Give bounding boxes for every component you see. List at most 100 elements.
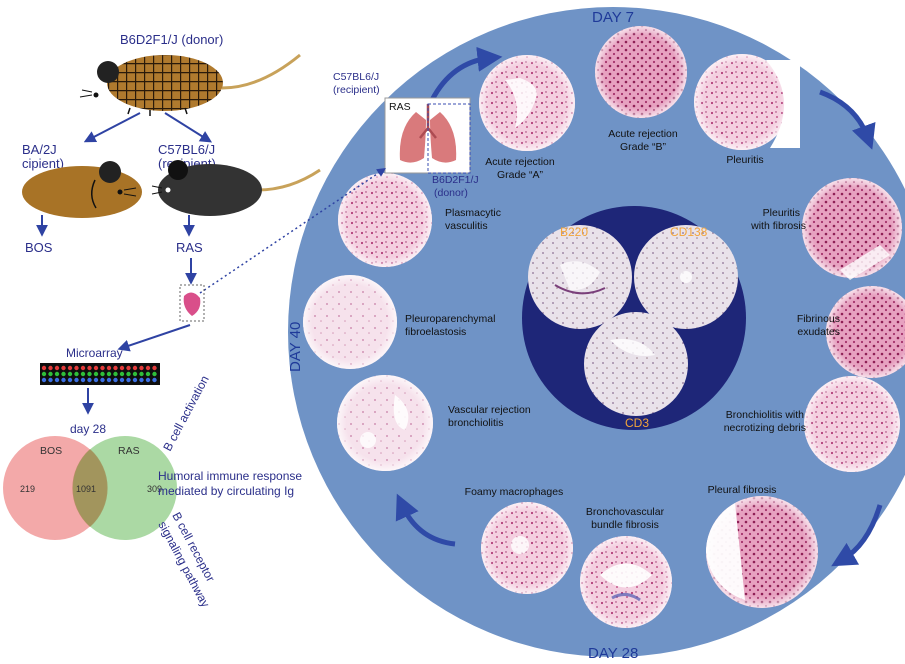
acute-a-label-1: Acute rejection bbox=[485, 156, 555, 168]
venn-overlap: 1091 bbox=[76, 484, 96, 494]
microarray-spot bbox=[41, 365, 47, 371]
foamy-label: Foamy macrophages bbox=[465, 486, 564, 498]
microarray-spot bbox=[48, 365, 53, 371]
microarray-spot bbox=[152, 371, 157, 377]
stain-b220-label: B220 bbox=[560, 225, 588, 239]
arrow-day7-start bbox=[429, 46, 503, 102]
microarray-spot bbox=[54, 377, 60, 383]
microarray-label: Microarray bbox=[66, 346, 123, 360]
microarray-spot bbox=[41, 371, 47, 377]
microarray-spot bbox=[132, 371, 138, 377]
microarray-spot bbox=[67, 365, 73, 371]
histology-bronchiolitis bbox=[804, 376, 900, 472]
bronchovascular-label-2: bundle fibrosis bbox=[591, 519, 659, 531]
arrow-right-bottom bbox=[831, 504, 883, 567]
microarray-spot bbox=[139, 365, 144, 371]
ihc-cd138 bbox=[634, 225, 738, 329]
venn-ras-label: RAS bbox=[118, 445, 140, 457]
microarray-spot bbox=[61, 377, 66, 383]
outcome-bos: BOS bbox=[25, 240, 53, 255]
arrow-donor-left bbox=[83, 112, 141, 143]
microarray-spot bbox=[126, 371, 131, 377]
inset-recipient-2: (recipient) bbox=[333, 84, 380, 96]
microarray-spot bbox=[145, 377, 151, 383]
microarray-spot bbox=[113, 377, 118, 383]
day28-label: DAY 28 bbox=[588, 645, 638, 662]
recipient-left-1: BA/2J bbox=[22, 142, 57, 157]
microarray-spot bbox=[119, 377, 125, 383]
ppfe-label-2: fibroelastosis bbox=[405, 326, 466, 338]
microarray-spot bbox=[87, 371, 92, 377]
histology-fibrinous bbox=[826, 286, 905, 378]
microarray-spot bbox=[119, 365, 125, 371]
microarray-spot bbox=[106, 377, 112, 383]
microarray-spot bbox=[152, 377, 157, 383]
microarray-spot bbox=[93, 377, 99, 383]
microarray-spot bbox=[87, 377, 92, 383]
histology-pleural-fibrosis bbox=[706, 496, 818, 608]
plasmacytic-label-2: vasculitis bbox=[445, 220, 488, 232]
venn-left-only: 219 bbox=[20, 484, 35, 494]
microarray-spot bbox=[54, 365, 60, 371]
vascular-label-2: bronchiolitis bbox=[448, 417, 503, 429]
bronchovascular-label-1: Bronchovascular bbox=[586, 506, 665, 518]
ihc-b220 bbox=[528, 225, 632, 329]
pathway-humoral-2: mediated by circulating Ig bbox=[158, 484, 294, 498]
donor-mouse-icon bbox=[79, 53, 301, 116]
microarray-spot bbox=[87, 365, 92, 371]
bronchiolitis-label-2: necrotizing debris bbox=[724, 422, 806, 434]
microarray-spot bbox=[100, 371, 105, 377]
timepoint-label: day 28 bbox=[70, 422, 106, 436]
microarray-spot bbox=[80, 371, 86, 377]
microarray-spot bbox=[126, 365, 131, 371]
ihc-cd3 bbox=[584, 312, 688, 416]
day7-label: DAY 7 bbox=[592, 9, 634, 26]
dotted-connector bbox=[199, 167, 386, 294]
microarray-spot bbox=[126, 377, 131, 383]
microarray-spot bbox=[132, 377, 138, 383]
microarray-spot bbox=[106, 365, 112, 371]
microarray-spot bbox=[100, 377, 105, 383]
microarray-spot bbox=[61, 365, 66, 371]
microarray-spot bbox=[113, 365, 118, 371]
microarray-spot bbox=[67, 371, 73, 377]
microarray-spot bbox=[74, 365, 79, 371]
microarray-spot bbox=[119, 371, 125, 377]
microarray-spot bbox=[61, 371, 66, 377]
lung-inset bbox=[384, 97, 471, 174]
pleuritis-label: Pleuritis bbox=[726, 154, 763, 166]
recipient-mouse-brown-icon bbox=[22, 161, 142, 218]
microarray-spot bbox=[48, 371, 53, 377]
pathway-humoral-1: Humoral immune response bbox=[158, 469, 302, 483]
stain-cd138-label: CD138 bbox=[670, 225, 708, 239]
histology-foamy bbox=[481, 502, 573, 594]
pathway-b-cell-activation: B cell activation bbox=[160, 373, 212, 453]
microarray-spot bbox=[80, 377, 86, 383]
microarray-spot bbox=[74, 371, 79, 377]
stain-cd3-label: CD3 bbox=[625, 416, 649, 430]
histology-pleuritis bbox=[694, 54, 800, 150]
histology-bronchovascular bbox=[580, 536, 672, 628]
recipient-mouse-black-icon bbox=[151, 160, 321, 216]
histology-acute-a bbox=[479, 55, 575, 151]
venn-bos-label: BOS bbox=[40, 445, 62, 457]
arrow-microarray bbox=[117, 324, 191, 352]
arrow-left-bottom bbox=[395, 493, 456, 547]
venn-diagram bbox=[3, 436, 177, 540]
ppfe-label-1: Pleuroparenchymal bbox=[405, 313, 495, 325]
vascular-label-1: Vascular rejection bbox=[448, 404, 531, 416]
microarray-spot bbox=[93, 365, 99, 371]
microarray-spot bbox=[152, 365, 157, 371]
arrow-donor-right bbox=[164, 112, 213, 143]
microarray-spot bbox=[48, 377, 53, 383]
microarray-spot bbox=[145, 365, 151, 371]
microarray-spot bbox=[93, 371, 99, 377]
venn-right-only: 309 bbox=[147, 484, 162, 494]
arrow-right-top bbox=[819, 89, 876, 150]
inset-ras-label: RAS bbox=[389, 101, 411, 113]
day40-label: DAY 40 bbox=[287, 322, 304, 372]
microarray-spot bbox=[80, 365, 86, 371]
microarray-spot bbox=[100, 365, 105, 371]
lungs-icon bbox=[399, 112, 426, 163]
